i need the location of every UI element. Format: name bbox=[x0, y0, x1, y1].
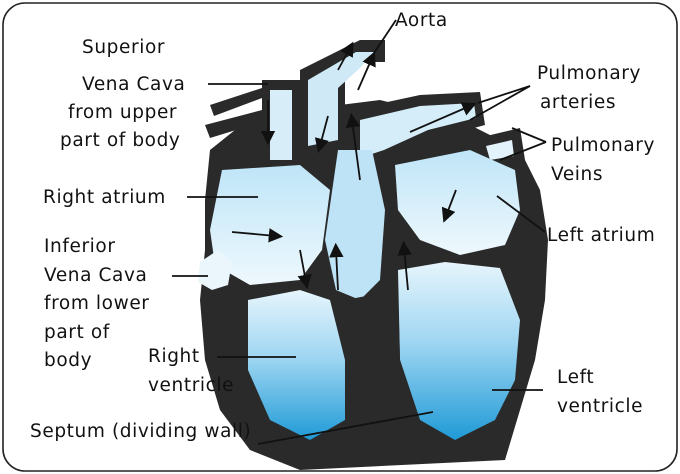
heart-illustration bbox=[198, 40, 548, 470]
label-aorta: Aorta bbox=[395, 10, 448, 31]
label-pulmonary-arteries-line2: arteries bbox=[540, 92, 616, 113]
label-svc-line2: from upper bbox=[68, 102, 177, 123]
label-left-ventricle-line1: Left bbox=[557, 367, 594, 388]
label-pulmonary-veins-line2: Veins bbox=[551, 164, 603, 185]
label-svc-line3: part of body bbox=[60, 130, 181, 151]
label-ivc-line3: from lower bbox=[44, 293, 150, 314]
label-ivc-line2: Vena Cava bbox=[44, 265, 147, 286]
label-ivc-line1: Inferior bbox=[44, 236, 116, 257]
label-left-ventricle-line2: ventricle bbox=[557, 396, 643, 417]
label-right-ventricle-line2: ventricle bbox=[148, 375, 234, 396]
label-ivc-line5: body bbox=[44, 350, 92, 371]
label-ivc-line4: part of bbox=[44, 322, 110, 343]
label-superior: Superior bbox=[82, 37, 165, 58]
label-pulmonary-veins-line1: Pulmonary bbox=[551, 135, 655, 156]
label-right-ventricle-line1: Right bbox=[148, 346, 200, 367]
label-pulmonary-arteries-line1: Pulmonary bbox=[537, 63, 641, 84]
label-left-atrium: Left atrium bbox=[547, 225, 655, 246]
label-septum: Septum (dividing wall) bbox=[30, 421, 251, 442]
label-svc-line1: Vena Cava bbox=[82, 74, 185, 95]
label-right-atrium: Right atrium bbox=[43, 187, 166, 208]
